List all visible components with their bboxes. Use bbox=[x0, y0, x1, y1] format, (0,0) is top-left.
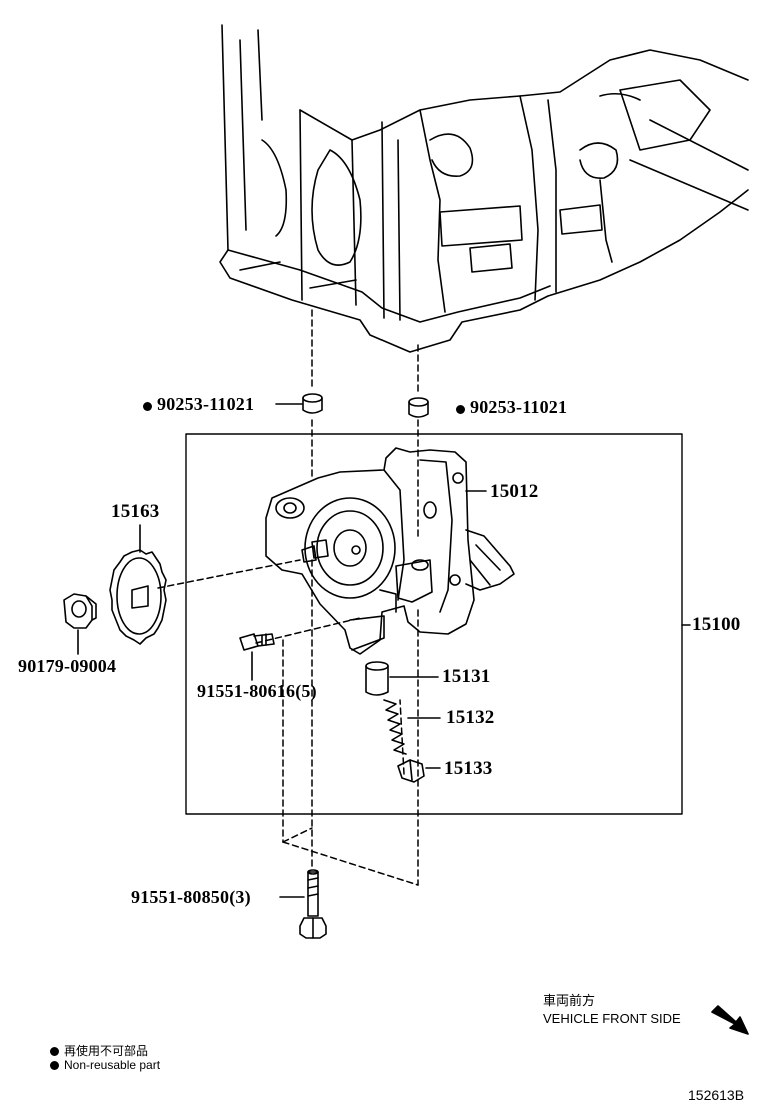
front-indicator-jp: 車両前方 bbox=[543, 993, 596, 1008]
illustration-id: 152613B bbox=[688, 1087, 745, 1103]
part-label-dowel-left: 90253-11021 bbox=[143, 394, 254, 415]
plug-illustration bbox=[397, 759, 425, 783]
part-label-nut: 90179-09004 bbox=[18, 656, 117, 676]
long-bolt-illustration bbox=[299, 869, 327, 939]
non-reusable-dot-icon bbox=[143, 402, 152, 411]
sprocket-illustration bbox=[109, 549, 167, 645]
part-label-spring: 15132 bbox=[446, 707, 495, 728]
part-label-plug: 15133 bbox=[444, 758, 493, 779]
non-reusable-dot-icon bbox=[50, 1047, 59, 1056]
alignment-lines bbox=[157, 309, 419, 886]
part-label-dowel-right: 90253-11021 bbox=[456, 397, 567, 418]
front-indicator-en: VEHICLE FRONT SIDE bbox=[543, 1011, 681, 1026]
part-label-small-bolt: 91551-80616(5) bbox=[197, 681, 317, 701]
part-label-pump-body: 15012 bbox=[490, 481, 539, 502]
part-label-relief-valve: 15131 bbox=[442, 666, 491, 687]
part-label-sprocket: 15163 bbox=[111, 501, 160, 522]
assembly-outline-box bbox=[185, 433, 683, 815]
non-reusable-dot-icon bbox=[456, 405, 465, 414]
spring-illustration bbox=[383, 699, 407, 755]
oil-pump-body-illustration bbox=[265, 447, 515, 655]
dowel-pin-left bbox=[302, 393, 323, 414]
part-label-long-bolt: 91551-80850(3) bbox=[131, 887, 251, 907]
legend-non-reusable-jp: 再使用不可部品 bbox=[50, 1042, 148, 1059]
part-label-assembly: 15100 bbox=[692, 614, 741, 635]
non-reusable-dot-icon bbox=[50, 1061, 59, 1070]
legend-non-reusable-en: Non-reusable part bbox=[50, 1058, 160, 1072]
small-bolt-illustration bbox=[239, 633, 275, 651]
flange-nut-illustration bbox=[63, 593, 97, 629]
vehicle-front-arrow-icon bbox=[711, 1005, 749, 1035]
dowel-pin-right bbox=[408, 397, 429, 418]
relief-valve-illustration bbox=[365, 661, 389, 696]
engine-block-illustration bbox=[219, 24, 749, 353]
